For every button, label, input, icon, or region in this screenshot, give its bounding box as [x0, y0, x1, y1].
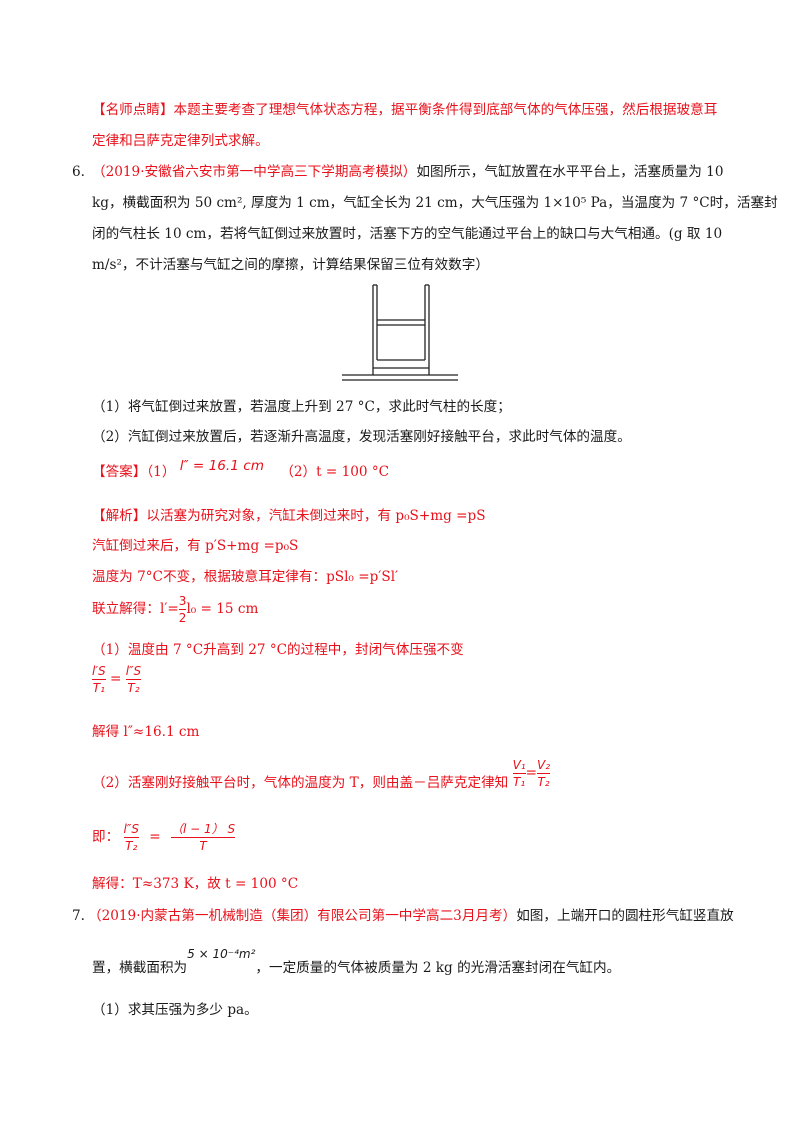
question-7-area-formula: 5 × 10⁻⁴m²	[187, 947, 256, 961]
formula-2-left-den: T₁	[513, 775, 526, 789]
formula-2-right: V₂ T₂	[537, 758, 551, 789]
question-7-line-2: 置，横截面积为5 × 10⁻⁴m²，一定质量的气体被质量为 2 kg 的光滑活塞…	[92, 947, 621, 978]
question-7-number: 7.	[72, 908, 85, 924]
analysis-line-8-label: 即：	[92, 829, 120, 845]
analysis-line-1: 【解析】以活塞为研究对象，汽缸未倒过来时，有 p₀S+mg =pS	[92, 508, 486, 524]
formula-2-left: V₁ T₁	[512, 758, 526, 789]
question-6-line-1: （2019·安徽省六安市第一中学高三下学期高考模拟）如图所示，气缸放置在水平平台…	[92, 162, 723, 182]
analysis-line-7-text: （2）活塞刚好接触平台时，气体的温度为 T，则由盖－吕萨克定律知	[92, 775, 509, 791]
formula-2-left-num: V₁	[512, 758, 526, 772]
analysis-line-3: 温度为 7°C不变，根据玻意耳定律有：pSl₀ =p′Sl′	[92, 569, 399, 585]
tip-line-2: 定律和吕萨克定律列式求解。	[92, 133, 269, 149]
question-7-text-1: 如图，上端开口的圆柱形气缸竖直放	[516, 908, 734, 924]
question-7-source: （2019·内蒙古第一机械制造（集团）有限公司第一中学高二3月月考）	[88, 908, 517, 924]
formula-3-left-den: T₂	[125, 839, 138, 853]
answer-label: 【答案】	[92, 464, 147, 480]
formula-1-right-den: T₂	[127, 681, 140, 695]
formula-1-left-num: l′S	[92, 664, 106, 678]
analysis-line-4-suffix: l₀ = 15 cm	[186, 601, 259, 617]
formula-2-right-num: V₂	[537, 758, 551, 772]
formula-1-left-den: T₁	[92, 681, 105, 695]
analysis-line-9: 解得：T≈373 K，故 t = 100 °C	[92, 876, 299, 892]
answer-line: 【答案】（1） l″ = 16.1 cm （2）t = 100 °C	[92, 458, 390, 482]
analysis-line-2: 汽缸倒过来后，有 p′S+mg =p₀S	[92, 538, 299, 554]
question-6-line-2: kg，横截面积为 50 cm², 厚度为 1 cm，气缸全长为 21 cm，大气…	[92, 195, 778, 211]
analysis-line-4-prefix: 联立解得：l′=	[92, 601, 179, 617]
formula-3-right-num: （l − 1） S	[171, 822, 236, 836]
answer-part-2: （2）t = 100 °C	[280, 464, 390, 480]
formula-3-left-num: l″S	[123, 822, 139, 836]
formula-3-equals: =	[149, 829, 161, 845]
question-6-sub-2: （2）汽缸倒过来放置后，若逐渐升高温度，发现活塞刚好接触平台，求此时气体的温度。	[92, 429, 631, 445]
analysis-line-8: 即： l″S T₂ = （l − 1） S T	[92, 822, 236, 853]
formula-1-equals: =	[110, 671, 122, 687]
tip-line-1: 【名师点睛】本题主要考查了理想气体状态方程，据平衡条件得到底部气体的气体压强，然…	[92, 102, 718, 118]
answer-part-1-label: （1）	[146, 464, 176, 480]
formula-3-right: （l − 1） S T	[171, 822, 236, 853]
analysis-line-7: （2）活塞刚好接触平台时，气体的温度为 T，则由盖－吕萨克定律知 V₁ T₁=V₂…	[92, 758, 551, 799]
analysis-line-6: 解得 l″≈16.1 cm	[92, 724, 200, 740]
formula-1-right-num: l″S	[125, 664, 142, 678]
question-7-sub-1: （1）求其压强为多少 pa。	[92, 1002, 258, 1018]
question-7-text-2-suffix: ，一定质量的气体被质量为 2 kg 的光滑活塞封闭在气缸内。	[255, 960, 621, 976]
fraction-denominator: 2	[178, 611, 187, 625]
analysis-line-5: （1）温度由 7 °C升高到 27 °C的过程中，封闭气体压强不变	[92, 642, 464, 658]
formula-3-right-den: T	[199, 839, 207, 853]
question-6-source: （2019·安徽省六安市第一中学高三下学期高考模拟）	[92, 164, 417, 180]
formula-1-right: l″S T₂	[125, 664, 142, 695]
question-6-line-4: m/s²，不计活塞与气缸之间的摩擦，计算结果保留三位有效数字）	[92, 257, 489, 273]
question-6-text-1: 如图所示，气缸放置在水平平台上，活塞质量为 10	[416, 164, 724, 180]
question-7-text-2-prefix: 置，横截面积为	[92, 960, 188, 976]
question-6-sub-1: （1）将气缸倒过来放置，若温度上升到 27 °C，求此时气柱的长度；	[92, 399, 511, 415]
answer-formula-1: l″ = 16.1 cm	[179, 458, 264, 474]
formula-2-right-den: T₂	[537, 775, 550, 789]
formula-1-left: l′S T₁	[92, 664, 106, 695]
question-6-number: 6.	[72, 164, 85, 180]
question-6-line-3: 闭的气柱长 10 cm，若将气缸倒过来放置时，活塞下方的空气能通过平台上的缺口与…	[92, 226, 723, 242]
formula-2-equals: =	[525, 765, 538, 781]
question-7-line-1: （2019·内蒙古第一机械制造（集团）有限公司第一中学高二3月月考）如图，上端开…	[88, 906, 734, 926]
formula-3-left: l″S T₂	[123, 822, 139, 853]
cylinder-diagram	[342, 284, 458, 381]
fraction-numerator: 3	[178, 594, 187, 608]
formula-charles-1: l′S T₁ = l″S T₂	[92, 664, 142, 695]
